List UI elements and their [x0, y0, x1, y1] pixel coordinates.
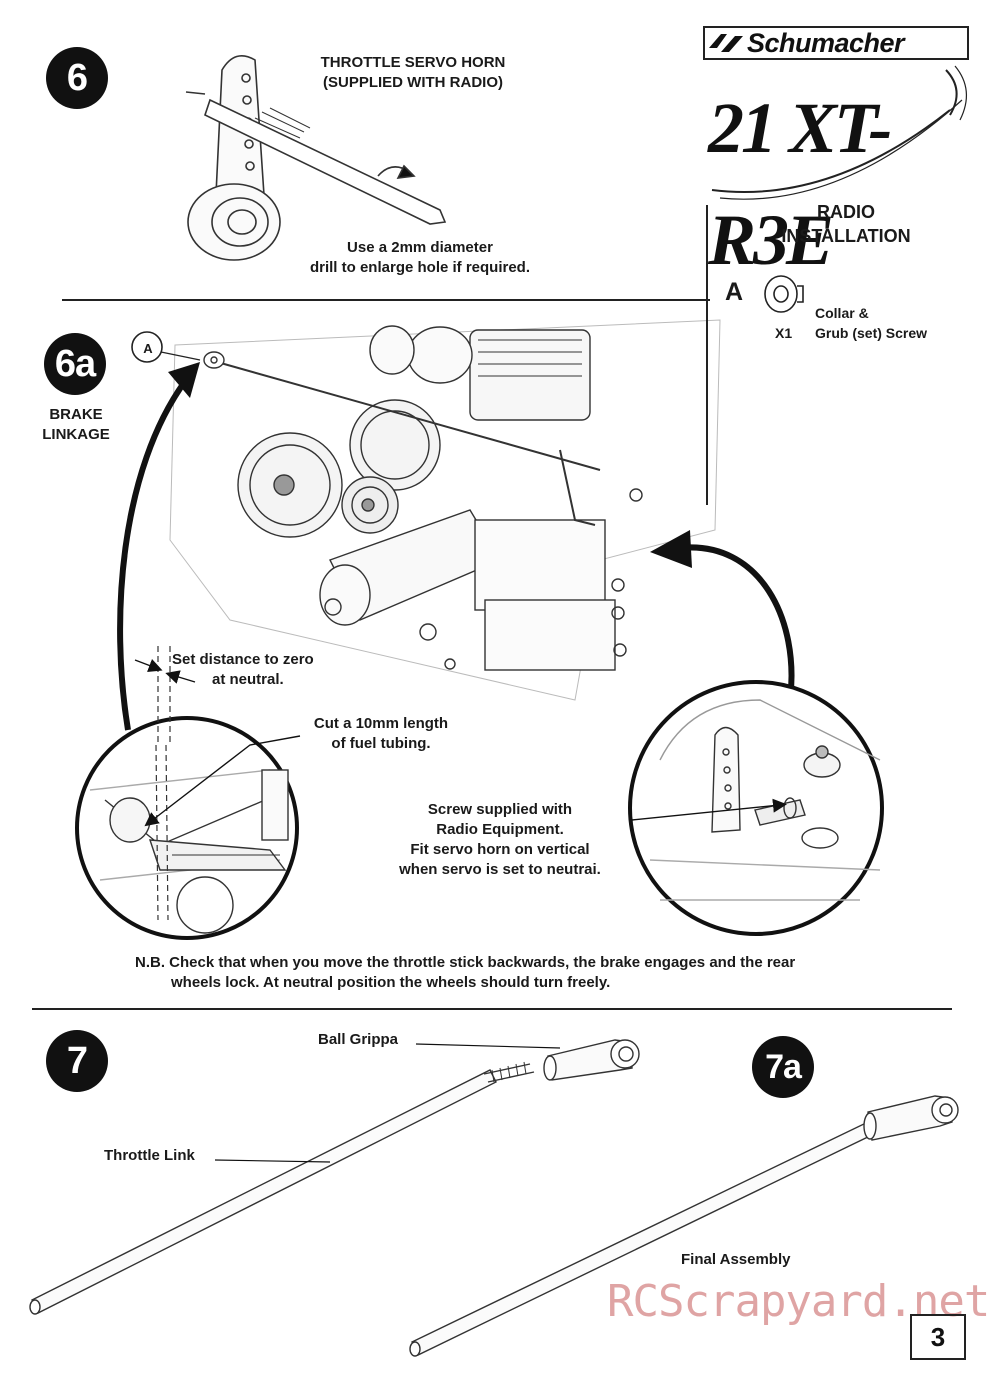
divider-step6	[62, 299, 710, 301]
throttle-link-label: Throttle Link	[104, 1147, 195, 1164]
final-assembly-label: Final Assembly	[681, 1251, 791, 1268]
step6-drill-note: Use a 2mm diameter drill to enlarge hole…	[309, 239, 531, 276]
servo-screw-note: Screw supplied with Radio Equipment. Fit…	[399, 801, 601, 878]
watermark: RCScrapyard.net	[607, 1276, 990, 1327]
final-assembly-drawing	[409, 1095, 959, 1357]
model-logo: 21 XT-R3E	[708, 88, 892, 280]
cut-tubing-note: Cut a 10mm length of fuel tubing.	[313, 715, 449, 752]
collar-part-drawing	[764, 275, 804, 313]
curved-arrow-right	[679, 544, 795, 701]
part-name-a: Collar & Grub (set) Screw	[815, 305, 928, 341]
step6-label: THROTTLE SERVO HORN (SUPPLIED WITH RADIO…	[320, 54, 506, 91]
throttle-link-drawing	[29, 1039, 640, 1315]
callout-a-circle	[131, 331, 163, 363]
schumacher-mark-icon	[709, 34, 743, 52]
callout-a-label: A	[143, 341, 153, 356]
section-title: RADIO INSTALLATION	[781, 202, 911, 246]
nb-note: N.B. Check that when you move the thrott…	[135, 954, 796, 991]
ball-grippa-label: Ball Grippa	[318, 1031, 399, 1048]
step-7-badge: 7	[46, 1030, 108, 1092]
set-distance-note: Set distance to zero at neutral.	[172, 651, 314, 688]
chassis-drawing	[169, 319, 721, 701]
divider-vertical	[706, 205, 708, 505]
step-6-badge: 6	[46, 47, 108, 109]
part-key-a: A	[725, 278, 744, 306]
servo-horn-drawing	[185, 54, 447, 261]
step-6a-badge: 6a	[44, 333, 106, 395]
detail-circle-left	[75, 716, 299, 940]
curved-arrow-left	[117, 378, 189, 731]
step6a-title: BRAKE LINKAGE	[42, 406, 110, 443]
divider-step7	[32, 1008, 952, 1010]
logo-swoosh	[711, 65, 967, 200]
brand-logo: Schumacher	[703, 26, 969, 60]
part-qty-a: X1	[775, 325, 793, 341]
brand-name: Schumacher	[747, 27, 905, 58]
page-number: 3	[910, 1314, 966, 1360]
step-7a-badge: 7a	[752, 1036, 814, 1098]
